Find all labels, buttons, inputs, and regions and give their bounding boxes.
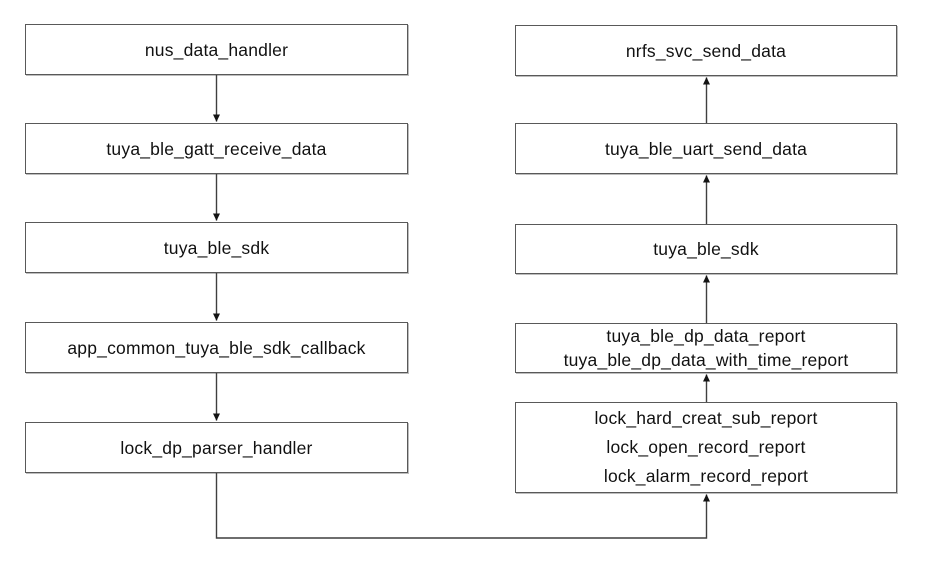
node-label: lock_alarm_record_report	[603, 466, 809, 486]
flow-node-tuya-ble-gatt-receive-data: tuya_ble_gatt_receive_data	[25, 123, 408, 174]
node-label: app_common_tuya_ble_sdk_callback	[67, 337, 366, 358]
node-label: lock_hard_creat_sub_report	[594, 408, 818, 428]
node-label: tuya_ble_gatt_receive_data	[106, 138, 327, 159]
node-label: lock_open_record_report	[606, 437, 806, 457]
node-label: tuya_ble_dp_data_report	[606, 326, 806, 346]
flow-node-tuya-ble-sdk-send: tuya_ble_sdk	[515, 224, 897, 274]
node-label: lock_dp_parser_handler	[120, 437, 313, 458]
node-label: tuya_ble_uart_send_data	[604, 138, 808, 159]
node-label: tuya_ble_sdk	[653, 239, 759, 259]
node-label: nus_data_handler	[144, 39, 289, 60]
flow-node-nrfs-svc-send-data: nrfs_svc_send_data	[515, 25, 897, 76]
flow-node-nus-data-handler: nus_data_handler	[25, 24, 408, 75]
flow-node-lock-dp-parser-handler: lock_dp_parser_handler	[25, 422, 408, 473]
flow-node-tuya-ble-dp-data-report: tuya_ble_dp_data_report tuya_ble_dp_data…	[515, 323, 897, 373]
node-label: tuya_ble_sdk	[163, 237, 270, 258]
flow-node-tuya-ble-uart-send-data: tuya_ble_uart_send_data	[515, 123, 897, 174]
node-label: nrfs_svc_send_data	[625, 40, 787, 61]
node-label: tuya_ble_dp_data_with_time_report	[563, 350, 849, 370]
flow-node-tuya-ble-sdk-receive: tuya_ble_sdk	[25, 222, 408, 273]
flow-node-app-common-tuya-ble-sdk-callback: app_common_tuya_ble_sdk_callback	[25, 322, 408, 373]
flow-node-lock-record-reports: lock_hard_creat_sub_report lock_open_rec…	[515, 402, 897, 493]
